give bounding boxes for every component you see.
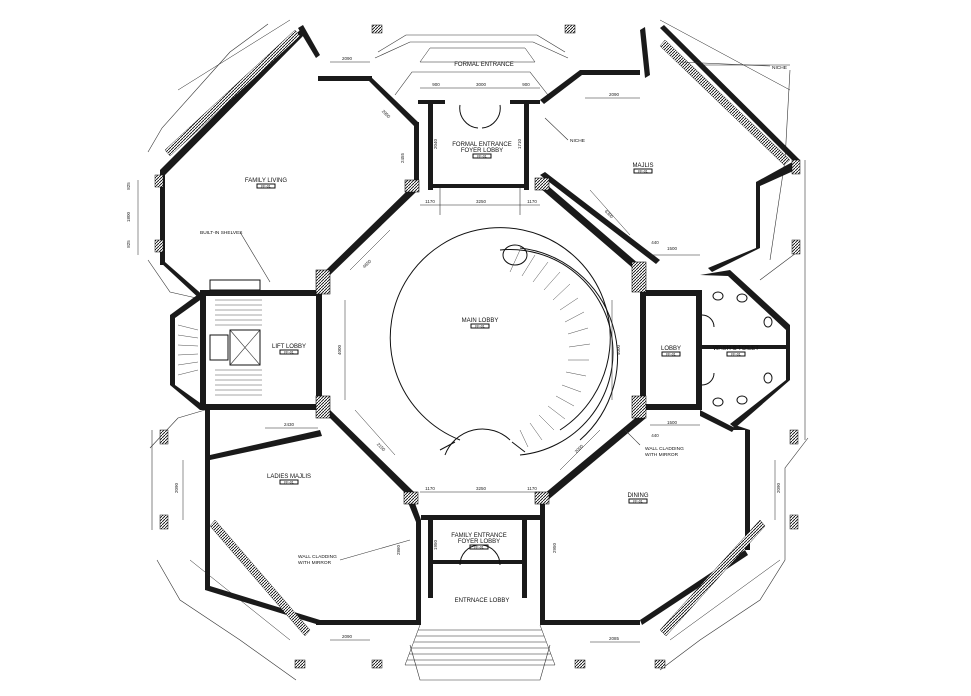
note-niche-mid: NICHE — [570, 138, 585, 144]
dim-lobby-440-top: 440 — [651, 240, 659, 245]
dim-left-1800: 1800 — [126, 211, 131, 222]
room-tag-lobby: FF-01 — [666, 352, 676, 356]
dim-top-3250: 3250 — [476, 199, 487, 204]
dim-top-2090-left: 2090 — [342, 56, 353, 61]
dim-foyer-1710: 1710 — [517, 138, 522, 149]
dimension-labels: 900 3000 900 2090 2090 1170 3250 1170 11… — [126, 56, 781, 641]
dimension-lines — [137, 19, 791, 643]
dim-left-825-top: 825 — [126, 182, 131, 190]
note-wall-cladding-left-1: WALL CLADDING — [298, 554, 337, 560]
note-wall-cladding-left-2: WITH MIRROR — [298, 560, 332, 566]
dim-lobby-4000-left: 4000 — [337, 344, 342, 355]
dim-lobby-1500-top: 1500 — [667, 246, 678, 251]
dim-lobby-1500-bottom: 1500 — [667, 420, 678, 425]
balcony-railings — [164, 29, 791, 637]
room-label-majlis: MAJLIS — [632, 163, 653, 169]
dim-bottom-1170-right: 1170 — [527, 486, 537, 491]
dim-bottom-2090: 2090 — [342, 634, 353, 639]
dim-family-2860: 2860 — [396, 544, 401, 555]
exterior-walls — [160, 25, 800, 625]
dim-bottom-2085: 2085 — [609, 636, 620, 641]
dim-left-825-bottom: 825 — [126, 240, 131, 248]
room-label-entrance-lobby: ENTRNACE LOBBY — [455, 598, 510, 604]
doors — [439, 104, 521, 566]
note-wall-cladding-right-2: WITH MIRROR — [645, 452, 679, 458]
room-tag-ladies-majlis: FF-01 — [284, 480, 294, 484]
room-label-ladies-majlis: LADIES MAJLIS — [267, 474, 311, 480]
dim-bottom-3250: 3250 — [476, 486, 487, 491]
room-tag-formal-foyer: FF-01 — [477, 154, 487, 158]
dim-lobby-440-bottom: 440 — [651, 433, 659, 438]
dim-top-1170-right: 1170 — [527, 199, 537, 204]
dim-foyer-2455: 2455 — [400, 152, 405, 163]
room-label-formal-entrance: FORMAL ENTRANCE — [454, 62, 513, 68]
dim-diag-2150: 2150 — [376, 442, 387, 453]
dim-family-1950: 1950 — [433, 539, 438, 550]
annotation-notes: NICHE NICHE BUILT-IN SHELVES WALL CLADDI… — [200, 61, 787, 566]
room-label-lobby: LOBBY — [661, 346, 681, 352]
room-label-family-foyer-1: FAMILY ENTRANCE — [451, 533, 506, 539]
room-label-formal-foyer-1: FORMAL ENTRANCE — [452, 142, 511, 148]
note-built-in-shelves: BUILT-IN SHELVES — [200, 230, 242, 236]
dim-top-3000: 3000 — [476, 82, 487, 87]
room-label-family-living: FAMILY LIVING — [245, 178, 287, 184]
spiral-stair-treads — [509, 249, 591, 448]
dim-bottom-1170-left: 1170 — [425, 486, 435, 491]
dim-lobby-4000-right: 4000 — [616, 344, 621, 355]
room-label-wash-toilet: WASH & TOILET — [713, 346, 759, 352]
dim-top-900-left: 900 — [432, 82, 440, 87]
room-labels: FORMAL ENTRANCE FORMAL ENTRANCE FOYER LO… — [245, 62, 759, 604]
room-tag-family-living: FF-01 — [261, 184, 271, 188]
dim-lift-2430: 2430 — [284, 422, 295, 427]
lift-stair — [177, 279, 262, 396]
room-label-main-lobby: MAIN LOBBY — [462, 318, 499, 324]
room-tag-wash-toilet: FF-01 — [731, 352, 741, 356]
main-lobby — [389, 227, 618, 456]
note-wall-cladding-right-1: WALL CLADDING — [645, 446, 684, 452]
entrance-steps — [404, 624, 556, 666]
note-niche-top-right: NICHE — [772, 65, 787, 71]
dim-diag-4650: 4650 — [362, 258, 373, 269]
dim-top-900-right: 900 — [522, 82, 530, 87]
dim-diag-6300: 6300 — [604, 209, 615, 220]
dim-diag-2000: 2000 — [574, 443, 585, 454]
room-tag-dining: FF-01 — [633, 499, 643, 503]
dim-top-2090-right: 2090 — [609, 92, 620, 97]
wash-toilet-fixtures — [701, 291, 773, 407]
dim-right-2090: 2090 — [776, 482, 781, 493]
dim-foyer-2040: 2040 — [433, 138, 438, 149]
dim-family-2950: 2950 — [552, 542, 557, 553]
room-tag-majlis: FF-01 — [638, 169, 648, 173]
dim-left-2090: 2090 — [174, 482, 179, 493]
columns — [154, 24, 801, 669]
room-label-family-foyer-2: FOYER LOBBY — [458, 539, 500, 545]
room-tag-main-lobby: FF-01 — [475, 324, 485, 328]
room-label-lift-lobby: LIFT LOBBY — [272, 344, 306, 350]
top-canopy — [419, 47, 536, 63]
room-label-formal-foyer-2: FOYER LOBBY — [461, 148, 503, 154]
dim-foyer-2950: 2950 — [381, 109, 392, 120]
room-label-dining: DINING — [628, 493, 649, 499]
room-tag-lift-lobby: FF-01 — [284, 350, 294, 354]
dim-top-1170-left: 1170 — [425, 199, 435, 204]
site-outline — [147, 23, 809, 681]
room-tag-family-foyer: FF-01 — [474, 545, 484, 549]
